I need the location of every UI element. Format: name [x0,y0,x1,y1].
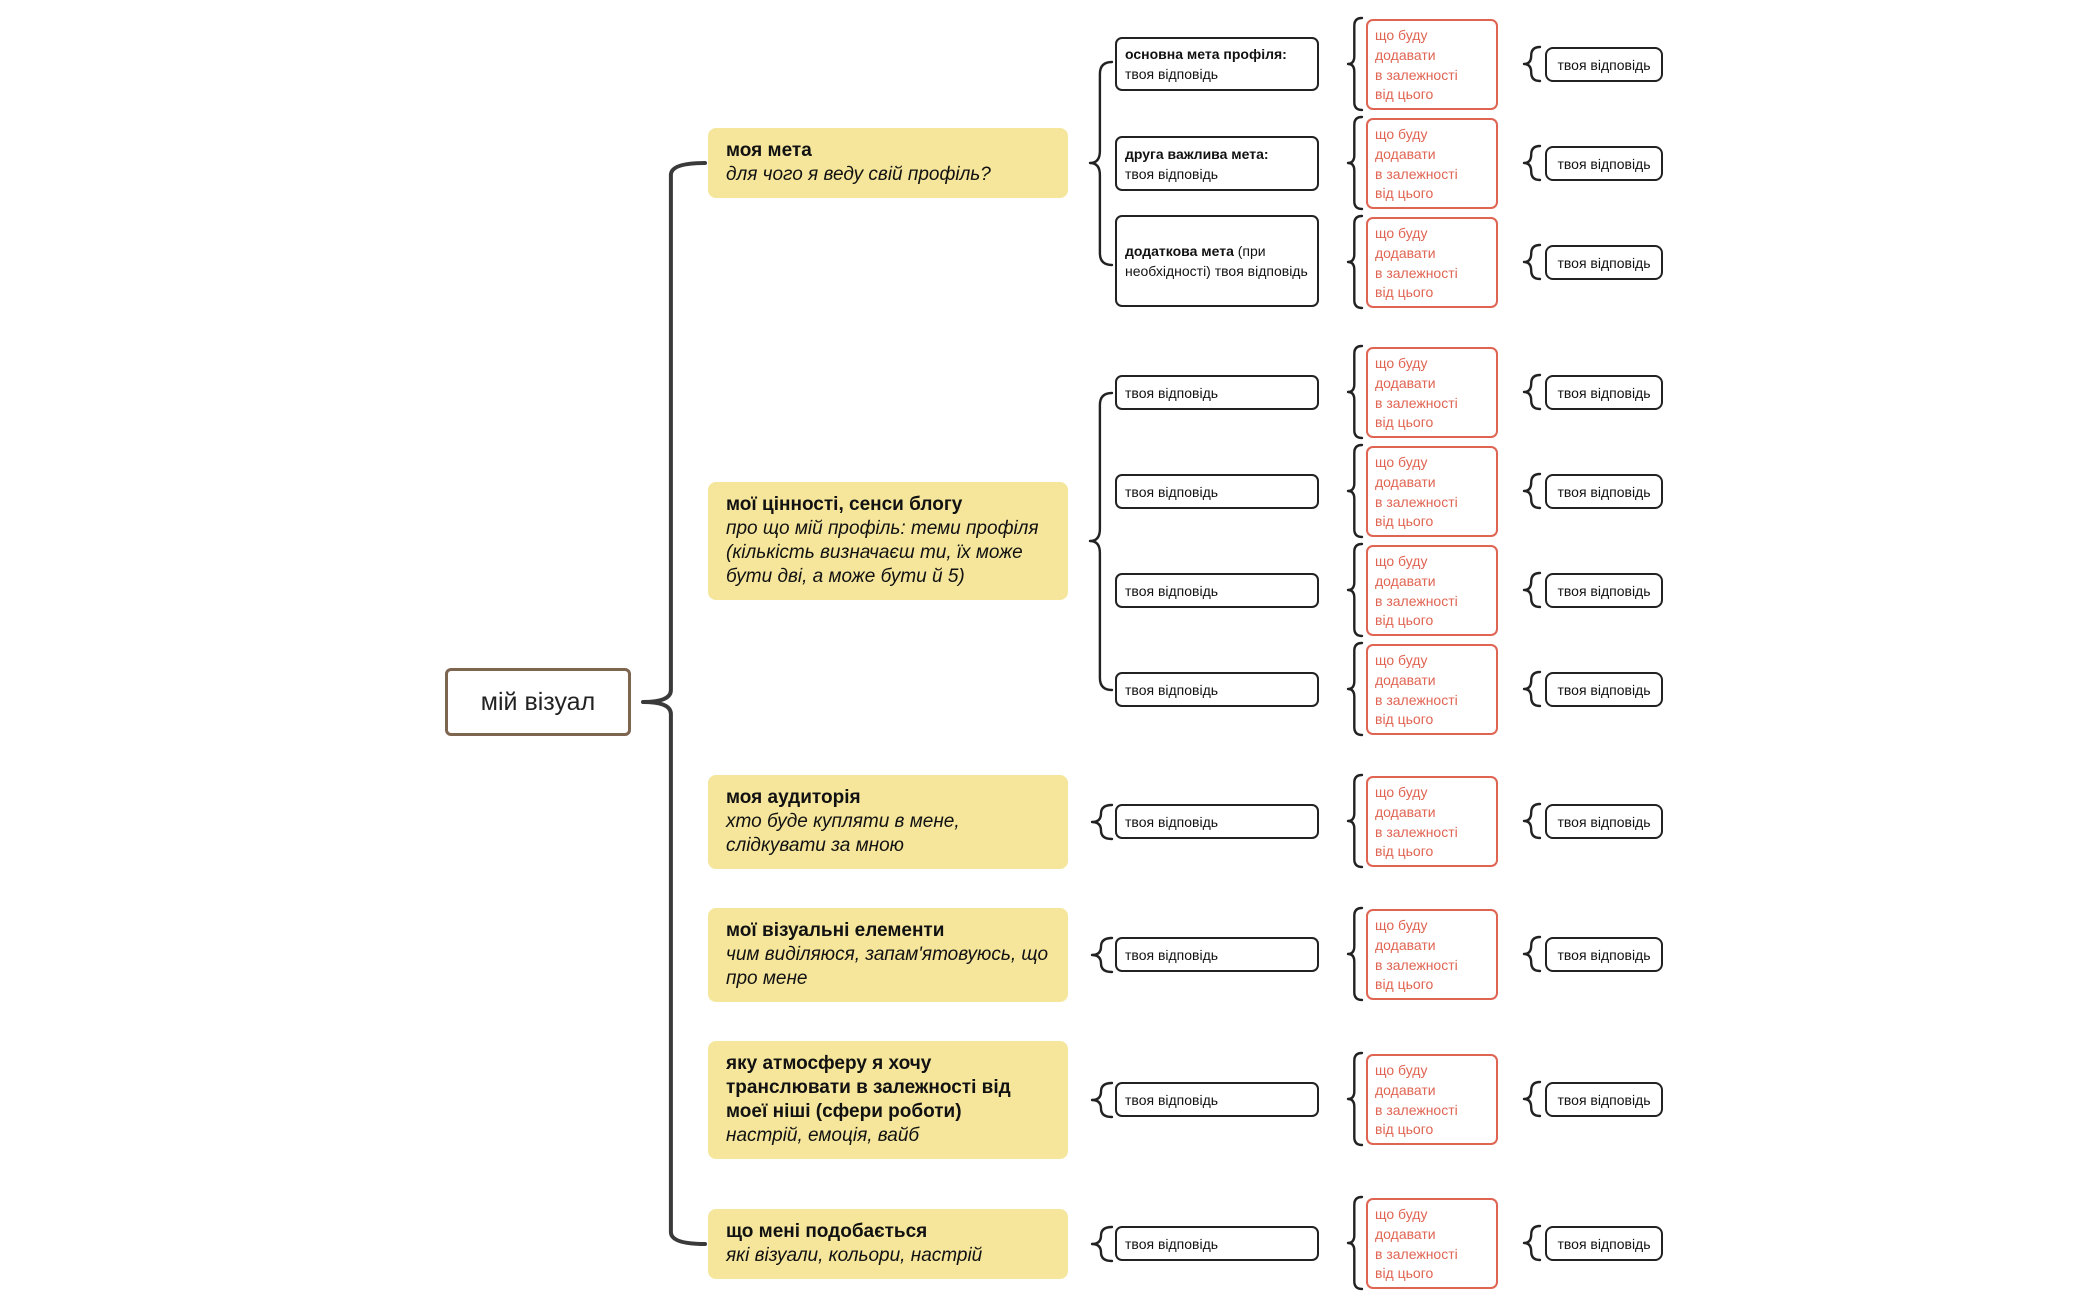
answer-brace [1346,773,1364,869]
answer-text: твоя відповідь [1125,483,1219,500]
answer-text: твоя відповідь [1125,681,1219,698]
root-brace [641,161,707,1246]
result-brace [1522,45,1542,83]
result-box[interactable]: твоя відповідь [1545,474,1663,509]
answer-brace [1346,16,1364,112]
category-title: моя аудиторія [726,787,861,808]
dependency-box[interactable]: що буду додавати в залежності від цього [1366,1198,1498,1289]
result-box[interactable]: твоя відповідь [1545,1082,1663,1117]
category-title: яку атмосферу я хочу транслювати в залеж… [726,1053,1011,1122]
result-box[interactable]: твоя відповідь [1545,804,1663,839]
category-brace [1090,1225,1114,1263]
category-title: мої візуальні елементи [726,920,945,941]
dependency-box[interactable]: що буду додавати в залежності від цього [1366,1054,1498,1145]
dependency-box[interactable]: що буду додавати в залежності від цього [1366,446,1498,537]
category-values[interactable]: мої цінності, сенси блогу про що мій про… [708,482,1068,600]
dependency-box[interactable]: що буду додавати в залежності від цього [1366,909,1498,1000]
answer-brace [1346,906,1364,1002]
result-brace [1522,373,1542,411]
answer-label: друга важлива мета: [1125,145,1269,162]
result-box[interactable]: твоя відповідь [1545,937,1663,972]
answer-box[interactable]: твоя відповідь [1115,375,1319,410]
result-brace [1522,1080,1542,1118]
answer-brace [1346,641,1364,737]
category-brace [1090,936,1114,974]
answer-box[interactable]: твоя відповідь [1115,937,1319,972]
answer-text: твоя відповідь [1125,384,1219,401]
root-label: мій візуал [480,687,596,716]
category-visual-elements[interactable]: мої візуальні елементи чим виділяюся, за… [708,908,1068,1002]
result-box[interactable]: твоя відповідь [1545,47,1663,82]
result-box[interactable]: твоя відповідь [1545,672,1663,707]
result-box[interactable]: твоя відповідь [1545,573,1663,608]
dependency-box[interactable]: що буду додавати в залежності від цього [1366,644,1498,735]
category-brace [1090,803,1114,841]
answer-box[interactable]: твоя відповідь [1115,573,1319,608]
category-subtitle: для чого я веду свій профіль? [726,164,991,185]
category-title: що мені подобається [726,1221,928,1242]
category-audience[interactable]: моя аудиторія хто буде купляти в мене, с… [708,775,1068,869]
category-brace [1088,60,1114,267]
result-brace [1522,144,1542,182]
category-title: мої цінності, сенси блогу [726,494,963,515]
result-box[interactable]: твоя відповідь [1545,146,1663,181]
category-brace [1090,1081,1114,1119]
result-box[interactable]: твоя відповідь [1545,375,1663,410]
result-brace [1522,243,1542,281]
answer-box[interactable]: твоя відповідь [1115,804,1319,839]
answer-box[interactable]: друга важлива мета: твоя відповідь [1115,136,1319,191]
category-likes[interactable]: що мені подобається які візуали, кольори… [708,1209,1068,1279]
answer-box[interactable]: додаткова мета (при необхідності) твоя в… [1115,215,1319,307]
answer-box[interactable]: твоя відповідь [1115,1226,1319,1261]
result-brace [1522,670,1542,708]
dependency-box[interactable]: що буду додавати в залежності від цього [1366,118,1498,209]
result-box[interactable]: твоя відповідь [1545,1226,1663,1261]
answer-box[interactable]: твоя відповідь [1115,1082,1319,1117]
answer-text: твоя відповідь [1125,582,1219,599]
result-box[interactable]: твоя відповідь [1545,245,1663,280]
answer-text: твоя відповідь [1125,946,1219,963]
result-brace [1522,472,1542,510]
answer-brace [1346,1051,1364,1147]
answer-label: додаткова мета [1125,243,1234,259]
dependency-box[interactable]: що буду додавати в залежності від цього [1366,217,1498,308]
category-subtitle: чим виділяюся, запам'ятовуюсь, що про ме… [726,944,1049,989]
answer-text: твоя відповідь [1125,813,1219,830]
category-subtitle: хто буде купляти в мене, слідкувати за м… [726,811,960,856]
answer-box[interactable]: твоя відповідь [1115,672,1319,707]
result-brace [1522,802,1542,840]
answer-brace [1346,443,1364,539]
dependency-box[interactable]: що буду додавати в залежності від цього [1366,545,1498,636]
result-brace [1522,1224,1542,1262]
answer-text: твоя відповідь [1125,165,1219,182]
answer-label: основна мета профіля: [1125,46,1287,62]
answer-brace [1346,214,1364,310]
answer-brace [1346,115,1364,211]
root-node[interactable]: мій візуал [445,668,631,736]
dependency-box[interactable]: що буду додавати в залежності від цього [1366,347,1498,438]
answer-brace [1346,1195,1364,1291]
answer-text: (при необхідності) твоя відповідь [1125,243,1308,279]
answer-text: твоя відповідь [1125,66,1219,82]
category-brace [1088,391,1114,692]
category-subtitle: настрій, емоція, вайб [726,1125,920,1146]
answer-text: твоя відповідь [1125,1091,1219,1108]
answer-text: твоя відповідь [1125,1235,1219,1252]
category-title: моя мета [726,140,812,161]
result-brace [1522,935,1542,973]
dependency-box[interactable]: що буду додавати в залежності від цього [1366,776,1498,867]
result-brace [1522,571,1542,609]
answer-brace [1346,344,1364,440]
category-subtitle: про що мій профіль: теми профіля (кількі… [726,518,1039,587]
dependency-box[interactable]: що буду додавати в залежності від цього [1366,19,1498,110]
answer-box[interactable]: твоя відповідь [1115,474,1319,509]
answer-box[interactable]: основна мета профіля: твоя відповідь [1115,37,1319,91]
category-goal[interactable]: моя мета для чого я веду свій профіль? [708,128,1068,198]
category-subtitle: які візуали, кольори, настрій [726,1245,983,1266]
answer-brace [1346,542,1364,638]
category-atmosphere[interactable]: яку атмосферу я хочу транслювати в залеж… [708,1041,1068,1159]
